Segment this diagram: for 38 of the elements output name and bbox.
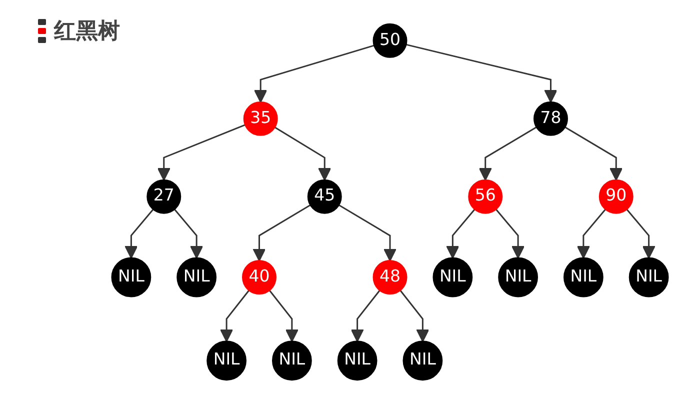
node-circle: NIL — [432, 257, 473, 298]
arrow — [252, 204, 311, 262]
arrow — [174, 208, 204, 259]
node-circle: NIL — [628, 257, 669, 298]
node-circle: NIL — [111, 257, 152, 298]
arrow — [254, 44, 374, 103]
node-circle: 27 — [146, 179, 182, 214]
node-circle: 90 — [598, 179, 634, 214]
node-circle: NIL — [337, 340, 378, 381]
node-circle: NIL — [272, 340, 312, 381]
arrow — [478, 126, 537, 181]
node-circle: 35 — [243, 101, 278, 136]
arrow — [157, 124, 246, 181]
arrow — [400, 290, 430, 342]
node-circle: 50 — [372, 23, 408, 58]
arrow — [274, 126, 332, 181]
arrow — [124, 208, 154, 259]
node-circle: 48 — [372, 260, 408, 294]
arrow — [626, 208, 656, 259]
node-circle: NIL — [402, 340, 443, 381]
arrow — [446, 208, 476, 259]
node-circle: NIL — [206, 340, 246, 381]
node-circle: NIL — [176, 257, 217, 298]
arrow — [576, 208, 606, 259]
node-circle: 45 — [307, 179, 342, 214]
arrow — [406, 44, 558, 103]
arrow — [268, 290, 299, 342]
title: 红黑树 — [54, 18, 120, 46]
arrow — [338, 204, 397, 262]
arrow — [220, 290, 250, 342]
node-circle: 56 — [468, 179, 503, 214]
arrow — [350, 290, 380, 342]
arrow — [495, 208, 525, 259]
node-circle: NIL — [498, 257, 538, 298]
arrow — [564, 126, 623, 181]
node-circle: 40 — [242, 260, 276, 294]
node-circle: NIL — [563, 257, 604, 298]
node-circle: 78 — [534, 101, 568, 136]
